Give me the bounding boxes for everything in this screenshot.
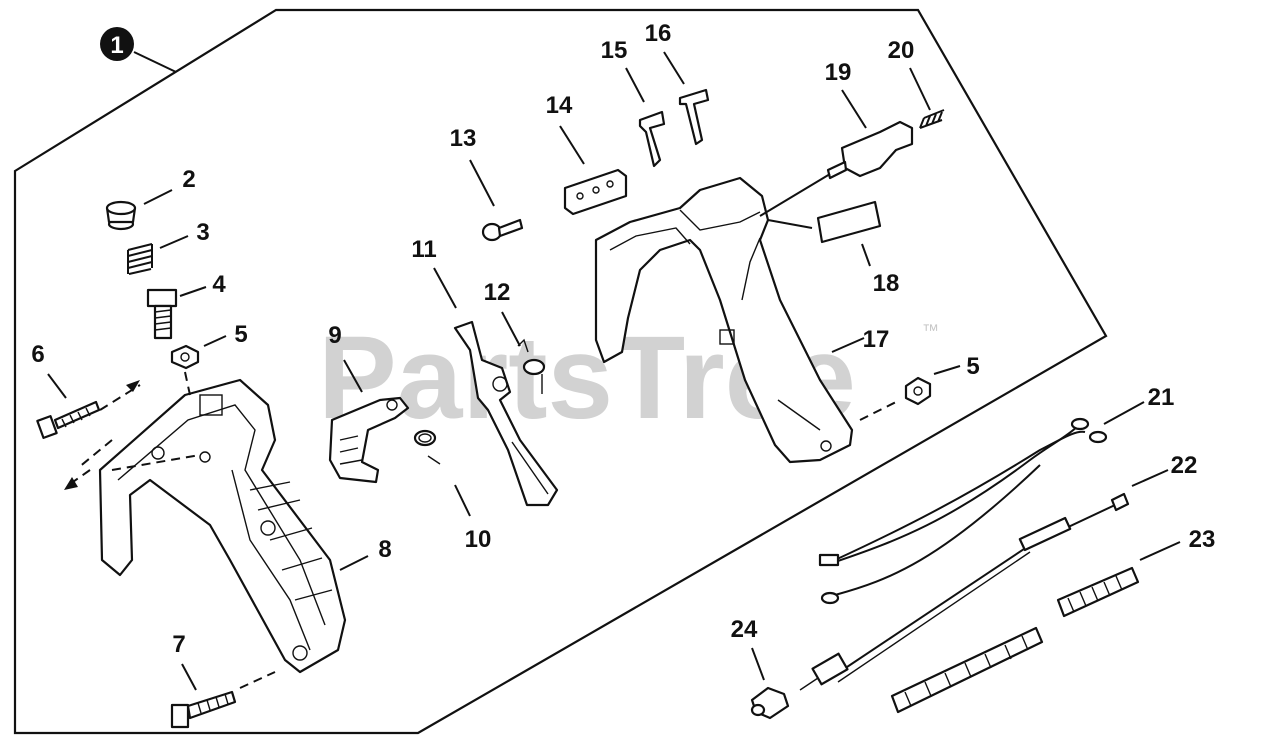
callout-17: 17 [863,326,890,353]
callout-6: 6 [31,341,44,368]
hex-nut-right [859,376,932,421]
leader-lines [47,51,1181,691]
callout-5-left: 5 [234,321,247,348]
knob-spring [919,109,945,129]
long-screw [36,400,101,439]
callout-11: 11 [411,236,436,263]
callout-2: 2 [182,166,195,193]
callout-14: 14 [546,92,573,119]
switch-plate [563,168,628,216]
callout-5-right: 5 [966,353,979,380]
small-screw [481,218,524,242]
callout-21: 21 [1148,384,1175,411]
callout-20: 20 [888,37,915,64]
cable-sleeve [890,566,1140,714]
stop-switch-wire [818,417,1108,605]
arrow-head [126,380,140,392]
callouts: 2 3 4 5 6 7 8 9 10 11 12 13 14 15 16 17 … [31,20,1215,658]
contact-bracket [678,88,710,146]
callout-16: 16 [645,20,672,47]
assembly-badge: 1 [100,27,177,73]
cable-boot [750,686,790,720]
handle-decal [767,200,882,244]
hex-nut [170,344,200,370]
handle-half-left [98,378,347,674]
bottom-screw [170,690,237,729]
callout-24: 24 [731,616,758,643]
callout-9: 9 [328,322,341,349]
throttle-trigger [328,396,410,484]
throttle-cable [799,492,1130,691]
arrow-head [64,477,78,490]
callout-7: 7 [172,631,185,658]
stop-switch-bracket [638,110,666,168]
retaining-ring [413,429,441,465]
throttle-lever [453,320,559,507]
assembly-outline [13,8,1108,735]
callout-12: 12 [484,279,511,306]
callout-23: 23 [1189,526,1216,553]
callout-15: 15 [601,37,628,64]
handle-half-right [594,176,854,464]
callout-4: 4 [212,271,226,298]
spring [127,243,153,275]
watermark-trademark: ™ [922,321,939,340]
callout-3: 3 [196,219,209,246]
callout-13: 13 [450,125,477,152]
callout-8: 8 [378,536,391,563]
assembly-badge-label: 1 [110,32,123,59]
callout-18: 18 [873,270,900,297]
callout-19: 19 [825,59,852,86]
adjusting-bolt [146,288,178,340]
callout-22: 22 [1171,452,1198,479]
callout-10: 10 [465,526,492,553]
stop-switch-knob [759,120,914,217]
cap-nut [105,200,137,231]
